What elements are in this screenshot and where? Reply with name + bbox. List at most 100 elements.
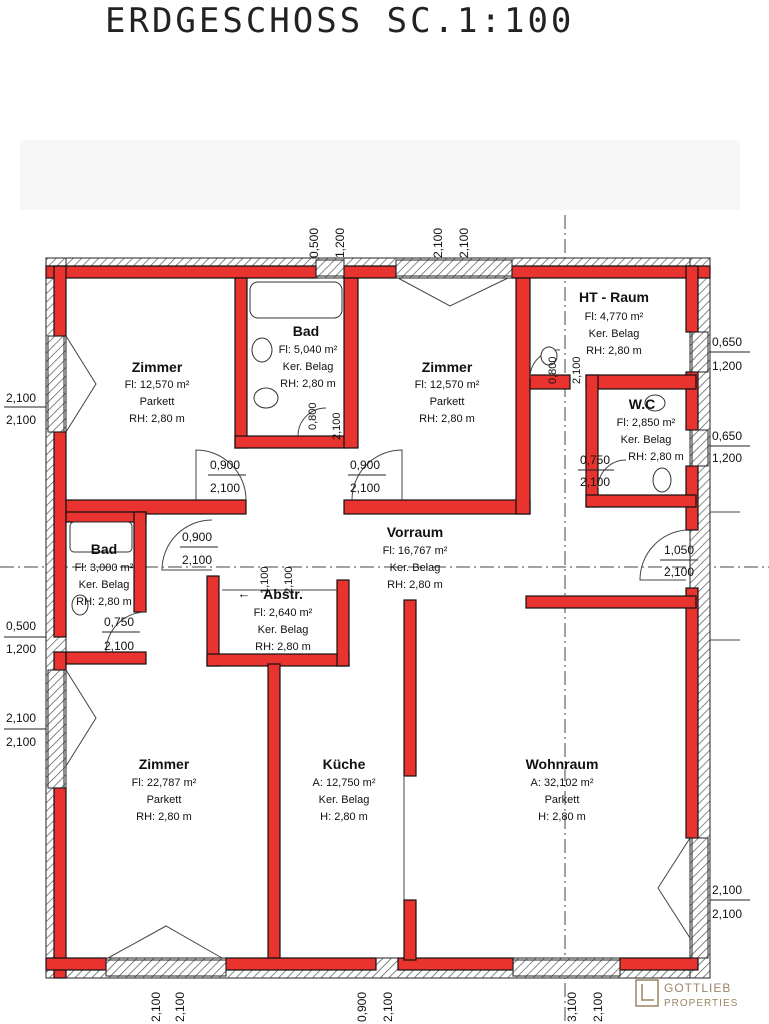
room-area: Fl: 12,570 m² <box>415 379 480 391</box>
dim-label: 2,100 <box>173 992 187 1022</box>
dim-label: 0,750 <box>580 453 610 467</box>
room-area: Fl: 22,787 m² <box>132 777 197 789</box>
room-vorraum: Vorraum Fl: 16,767 m² Ker. Belag RH: 2,8… <box>383 524 448 591</box>
toilet-icon <box>71 594 89 616</box>
dim-label: 2,100 <box>182 553 212 567</box>
sink-icon <box>644 394 666 412</box>
room-floor: Ker. Belag <box>258 624 309 636</box>
room-floor: Ker. Belag <box>79 579 130 591</box>
dim-label: 0,900 <box>210 458 240 472</box>
sink-icon <box>251 337 273 363</box>
room-height: RH: 2,80 m <box>419 413 475 425</box>
room-height: H: 2,80 m <box>320 811 368 823</box>
dim-label: 2,100 <box>712 907 742 921</box>
room-name: HT - Raum <box>579 289 649 305</box>
room-height: RH: 2,80 m <box>136 811 192 823</box>
dim-label: 2,100 <box>457 228 471 258</box>
room-area: Fl: 12,570 m² <box>125 379 190 391</box>
dim-label: 0,900 <box>355 992 369 1022</box>
logo-line1: GOTTLIEB <box>664 981 731 995</box>
logo-mark-icon <box>635 979 659 1007</box>
dim-label: 2,100 <box>381 992 395 1022</box>
dim-label: 2,100 <box>210 481 240 495</box>
dim-label: 0,500 <box>307 228 321 258</box>
room-area: A: 12,750 m² <box>313 777 376 789</box>
company-logo: GOTTLIEB PROPERTIES <box>635 979 738 1009</box>
room-floor: Parkett <box>545 794 580 806</box>
dim-label: 2,100 <box>591 992 605 1022</box>
dim-label: 2,100 <box>712 883 742 897</box>
room-wc: W.C Fl: 2,850 m² Ker. Belag RH: 2,80 m <box>617 396 684 463</box>
dim-label: 1,200 <box>333 228 347 258</box>
room-height: RH: 2,80 m <box>76 596 132 608</box>
dim-label: 1,200 <box>6 642 36 656</box>
room-area: Fl: 16,767 m² <box>383 545 448 557</box>
toilet-icon <box>652 467 672 493</box>
room-name: Zimmer <box>422 359 473 375</box>
room-zimmer-n: Zimmer Fl: 12,570 m² Parkett RH: 2,80 m <box>415 359 480 425</box>
blurred-area <box>20 140 740 210</box>
room-area: Fl: 5,040 m² <box>279 344 338 356</box>
room-floor: Ker. Belag <box>589 328 640 340</box>
dim-label: 0,800 <box>307 402 319 430</box>
room-abstellraum: ← Abstr. Fl: 2,640 m² Ker. Belag RH: 2,8… <box>238 586 313 653</box>
dim-label: 0,750 <box>104 615 134 629</box>
room-name: Abstr. <box>263 586 303 602</box>
room-floor: Ker. Belag <box>283 361 334 373</box>
room-height: RH: 2,80 m <box>129 413 185 425</box>
room-name: Wohnraum <box>526 756 599 772</box>
room-name: Küche <box>323 756 366 772</box>
dim-label: 2,100 <box>6 413 36 427</box>
dim-label: 0,800 <box>547 356 559 384</box>
dim-label: 3,100 <box>565 992 579 1022</box>
dim-label: 2,100 <box>283 566 295 594</box>
room-zimmer-sw: Zimmer Fl: 22,787 m² Parkett RH: 2,80 m <box>132 756 197 823</box>
room-area: Fl: 4,770 m² <box>585 311 644 323</box>
room-floor: Ker. Belag <box>319 794 370 806</box>
dim-label: 2,100 <box>6 711 36 725</box>
room-area: Fl: 2,640 m² <box>254 607 313 619</box>
dim-label: 2,100 <box>6 735 36 749</box>
dim-label: 2,100 <box>580 475 610 489</box>
room-name: Zimmer <box>132 359 183 375</box>
room-floor: Ker. Belag <box>390 562 441 574</box>
door-dimension-labels: 0,900 2,100 0,800 2,100 0,900 2,100 0,80… <box>102 356 698 653</box>
dim-label: 0,900 <box>182 530 212 544</box>
dim-label: 2,100 <box>104 639 134 653</box>
dim-label: 2,100 <box>571 356 583 384</box>
room-height: RH: 2,80 m <box>586 345 642 357</box>
room-floor: Parkett <box>430 396 465 408</box>
room-name: W.C <box>629 396 655 412</box>
toilet-icon <box>253 387 279 409</box>
door-swings <box>65 277 740 959</box>
dim-label: 1,050 <box>664 543 694 557</box>
room-ht-raum: HT - Raum Fl: 4,770 m² Ker. Belag RH: 2,… <box>579 289 649 357</box>
dim-label: 1,200 <box>712 451 742 465</box>
room-name: Vorraum <box>387 524 444 540</box>
sanitary-fixtures <box>69 281 672 616</box>
sink-icon <box>540 346 558 366</box>
dim-label: 0,650 <box>712 429 742 443</box>
room-name: Zimmer <box>139 756 190 772</box>
room-kueche: Küche A: 12,750 m² Ker. Belag H: 2,80 m <box>313 756 376 823</box>
room-area: Fl: 2,850 m² <box>617 417 676 429</box>
dim-label: 2,100 <box>664 565 694 579</box>
dim-label: 1,100 <box>259 566 271 594</box>
dim-label: 2,100 <box>350 481 380 495</box>
room-height: RH: 2,80 m <box>387 579 443 591</box>
bathtub-icon <box>249 281 343 319</box>
room-height: H: 2,80 m <box>538 811 586 823</box>
room-bad-left: Bad Fl: 3,000 m² Ker. Belag RH: 2,80 m <box>75 541 134 608</box>
windows <box>47 259 709 977</box>
plan-title: ERDGESCHOSS SC.1:100 <box>105 1 574 41</box>
shower-icon <box>69 521 133 553</box>
dim-label: 0,500 <box>6 619 36 633</box>
room-height: RH: 2,80 m <box>280 378 336 390</box>
room-floor: Parkett <box>147 794 182 806</box>
room-zimmer-nw: Zimmer Fl: 12,570 m² Parkett RH: 2,80 m <box>125 359 190 425</box>
arrow-left-icon: ← <box>238 586 251 601</box>
room-height: RH: 2,80 m <box>255 641 311 653</box>
logo-line2: PROPERTIES <box>664 998 738 1009</box>
room-floor: Parkett <box>140 396 175 408</box>
